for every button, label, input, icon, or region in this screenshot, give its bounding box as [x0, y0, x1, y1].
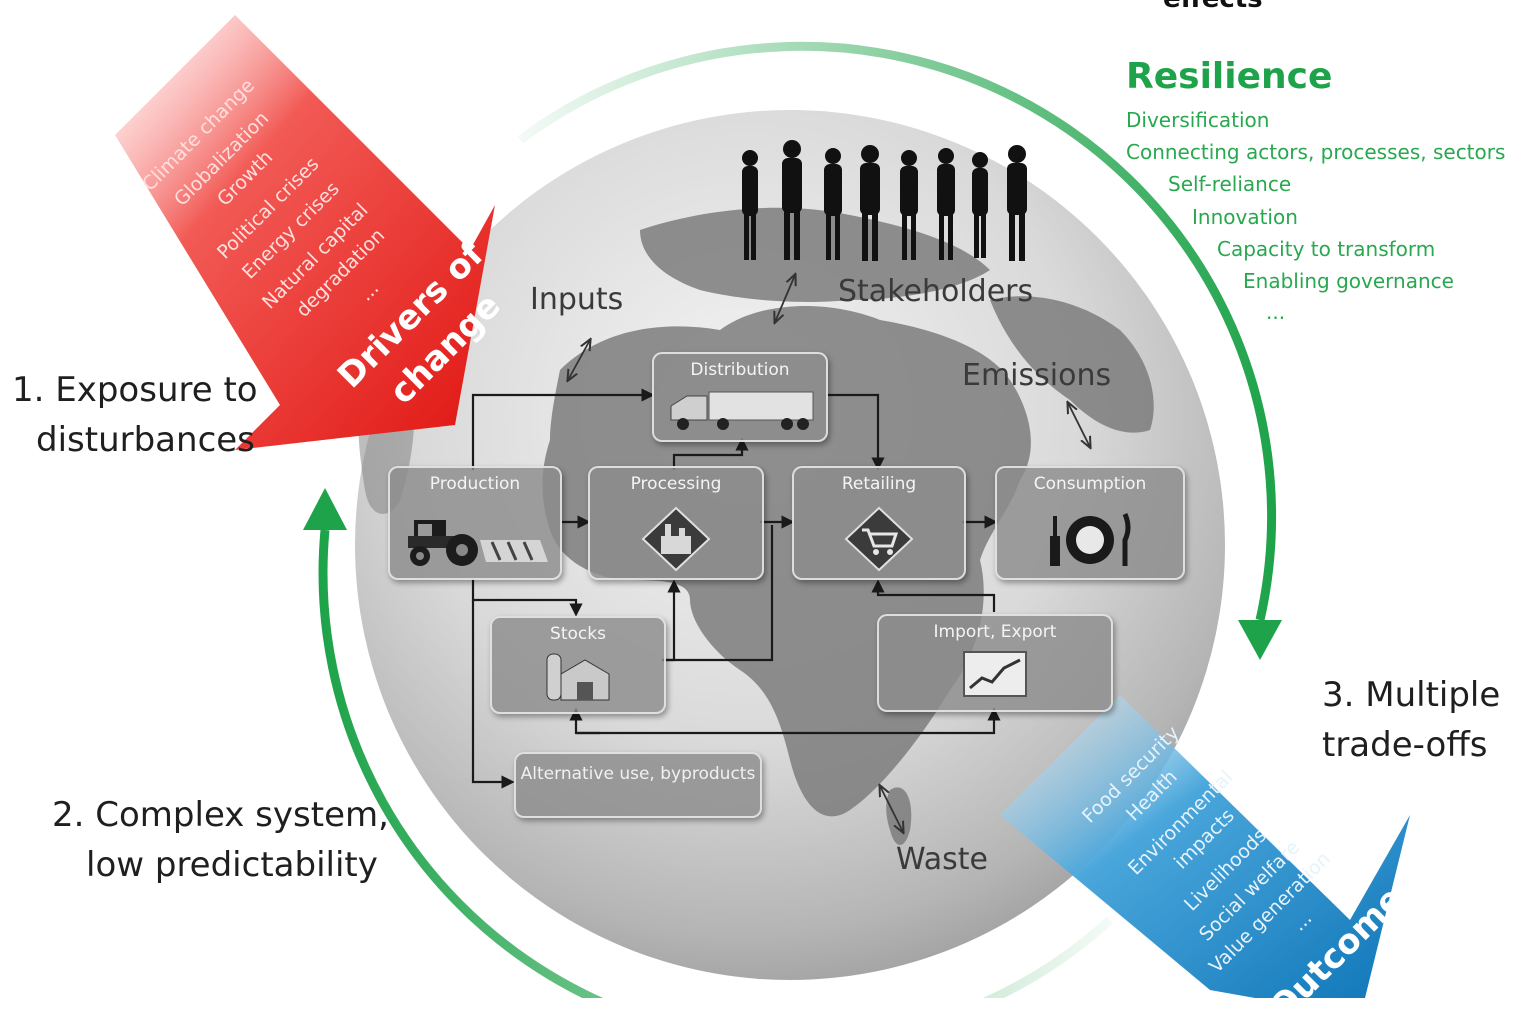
- cycle-arrow-bottom: [318, 529, 1114, 998]
- shopping-cart-icon: [844, 506, 914, 572]
- exposure-label-line1: 1. Exposure to: [12, 370, 258, 410]
- distribution-box: Distribution: [652, 352, 828, 442]
- processing-title: Processing: [630, 474, 722, 494]
- alternative-use-box: Alternative use, byproducts: [514, 752, 762, 818]
- resilience-item: Enabling governance: [1243, 269, 1454, 293]
- truck-icon: [670, 391, 814, 430]
- consumption-title: Consumption: [1033, 474, 1147, 494]
- barn-icon: [546, 653, 610, 701]
- stocks-box: Stocks: [490, 616, 666, 714]
- processing-box: Processing: [588, 466, 764, 580]
- resilience-item: Diversification: [1126, 108, 1270, 132]
- consumption-box: Consumption: [995, 466, 1185, 580]
- factory-icon: [641, 506, 711, 572]
- flow-connectors: [471, 388, 1001, 789]
- cutlery-plate-icon: [1050, 513, 1131, 566]
- alternative-use-title: Alternative use, byproducts: [520, 764, 756, 784]
- cycle-arrow-top: [517, 41, 1277, 621]
- distribution-title: Distribution: [690, 360, 790, 380]
- tradeoffs-label-line1: 3. Multiple: [1322, 675, 1501, 715]
- waste-label: Waste: [896, 842, 988, 877]
- production-box: Production: [388, 466, 562, 580]
- stakeholders-label: Stakeholders: [838, 274, 1034, 309]
- top-cutoff-label: effects: [1163, 0, 1263, 14]
- complex-label-line2: low predictability: [86, 845, 378, 885]
- complex-label-line1: 2. Complex system,: [52, 795, 389, 835]
- outcomes-arrow: [1000, 695, 1410, 998]
- resilience-item: Connecting actors, processes, sectors: [1126, 140, 1506, 164]
- emissions-label: Emissions: [962, 358, 1112, 393]
- exchange-arrows: [568, 275, 1090, 832]
- resilience-item: Innovation: [1192, 205, 1298, 229]
- resilience-title: Resilience: [1126, 56, 1333, 97]
- stakeholders-silhouettes: [742, 140, 1027, 261]
- tractor-icon: [408, 520, 548, 566]
- drivers-arrow: [115, 15, 495, 450]
- exposure-label-line2: disturbances: [36, 420, 255, 460]
- import-export-title: Import, Export: [933, 622, 1057, 642]
- resilience-item: ...: [1266, 300, 1286, 324]
- resilience-item: Capacity to transform: [1217, 237, 1436, 261]
- import-export-box: Import, Export: [877, 614, 1113, 712]
- inputs-label: Inputs: [530, 282, 624, 317]
- retailing-box: Retailing: [792, 466, 966, 580]
- trend-chart-icon: [963, 651, 1027, 697]
- retailing-title: Retailing: [841, 474, 917, 494]
- cycle-arrowhead-bottom: [303, 488, 347, 530]
- production-title: Production: [429, 474, 521, 494]
- stocks-title: Stocks: [550, 624, 606, 644]
- tradeoffs-label-line2: trade-offs: [1322, 725, 1488, 765]
- resilience-item: Self-reliance: [1168, 172, 1292, 196]
- cycle-arrowhead-top: [1238, 620, 1282, 660]
